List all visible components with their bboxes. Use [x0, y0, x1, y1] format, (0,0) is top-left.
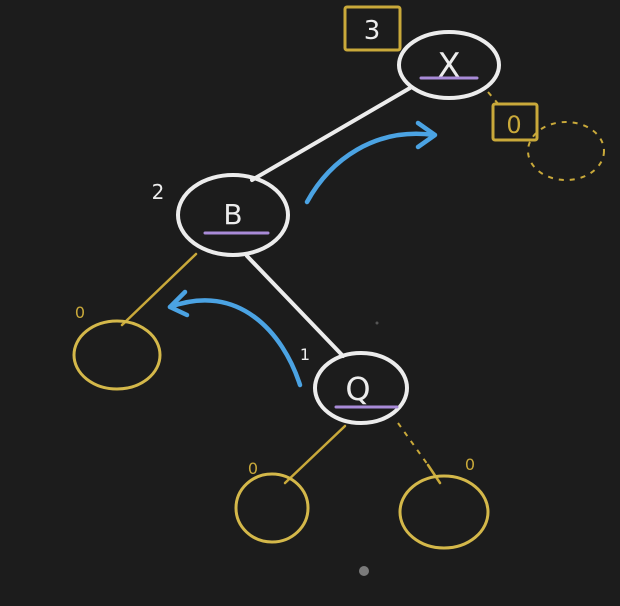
edge-q-right-null-dotted — [397, 422, 429, 466]
node-q-height: 1 — [300, 345, 310, 364]
node-x-height-box — [343, 5, 402, 52]
rotation-arrow-left — [167, 289, 303, 388]
b-left-null-height: 0 — [75, 303, 85, 322]
node-x-circle — [397, 30, 501, 100]
q-left-null-circle — [234, 472, 310, 544]
node-b-height: 2 — [152, 180, 165, 204]
edge-x-b — [250, 86, 412, 182]
x-right-null-circle — [527, 121, 605, 181]
x-right-null-height-box — [491, 102, 539, 142]
stray-dot — [375, 321, 379, 325]
node-b-circle — [176, 173, 290, 257]
node-q-letter: Q — [345, 370, 370, 408]
pointer-dot — [359, 566, 369, 576]
edge-b-q — [245, 254, 345, 358]
edge-q-right-null — [426, 463, 442, 485]
node-b-letter: B — [223, 198, 242, 231]
q-right-null-circle — [398, 474, 490, 550]
q-right-null-height: 0 — [465, 455, 475, 474]
edge-b-left-null — [120, 252, 198, 327]
b-left-null-circle — [72, 319, 162, 391]
node-x-height: 3 — [364, 16, 381, 46]
node-q-circle — [313, 351, 409, 425]
q-left-null-height: 0 — [248, 459, 258, 478]
edge-q-left-null — [283, 424, 347, 485]
node-x-letter: X — [437, 46, 460, 86]
rotation-arrow-right — [304, 120, 438, 205]
x-right-null-height: 0 — [506, 111, 521, 139]
